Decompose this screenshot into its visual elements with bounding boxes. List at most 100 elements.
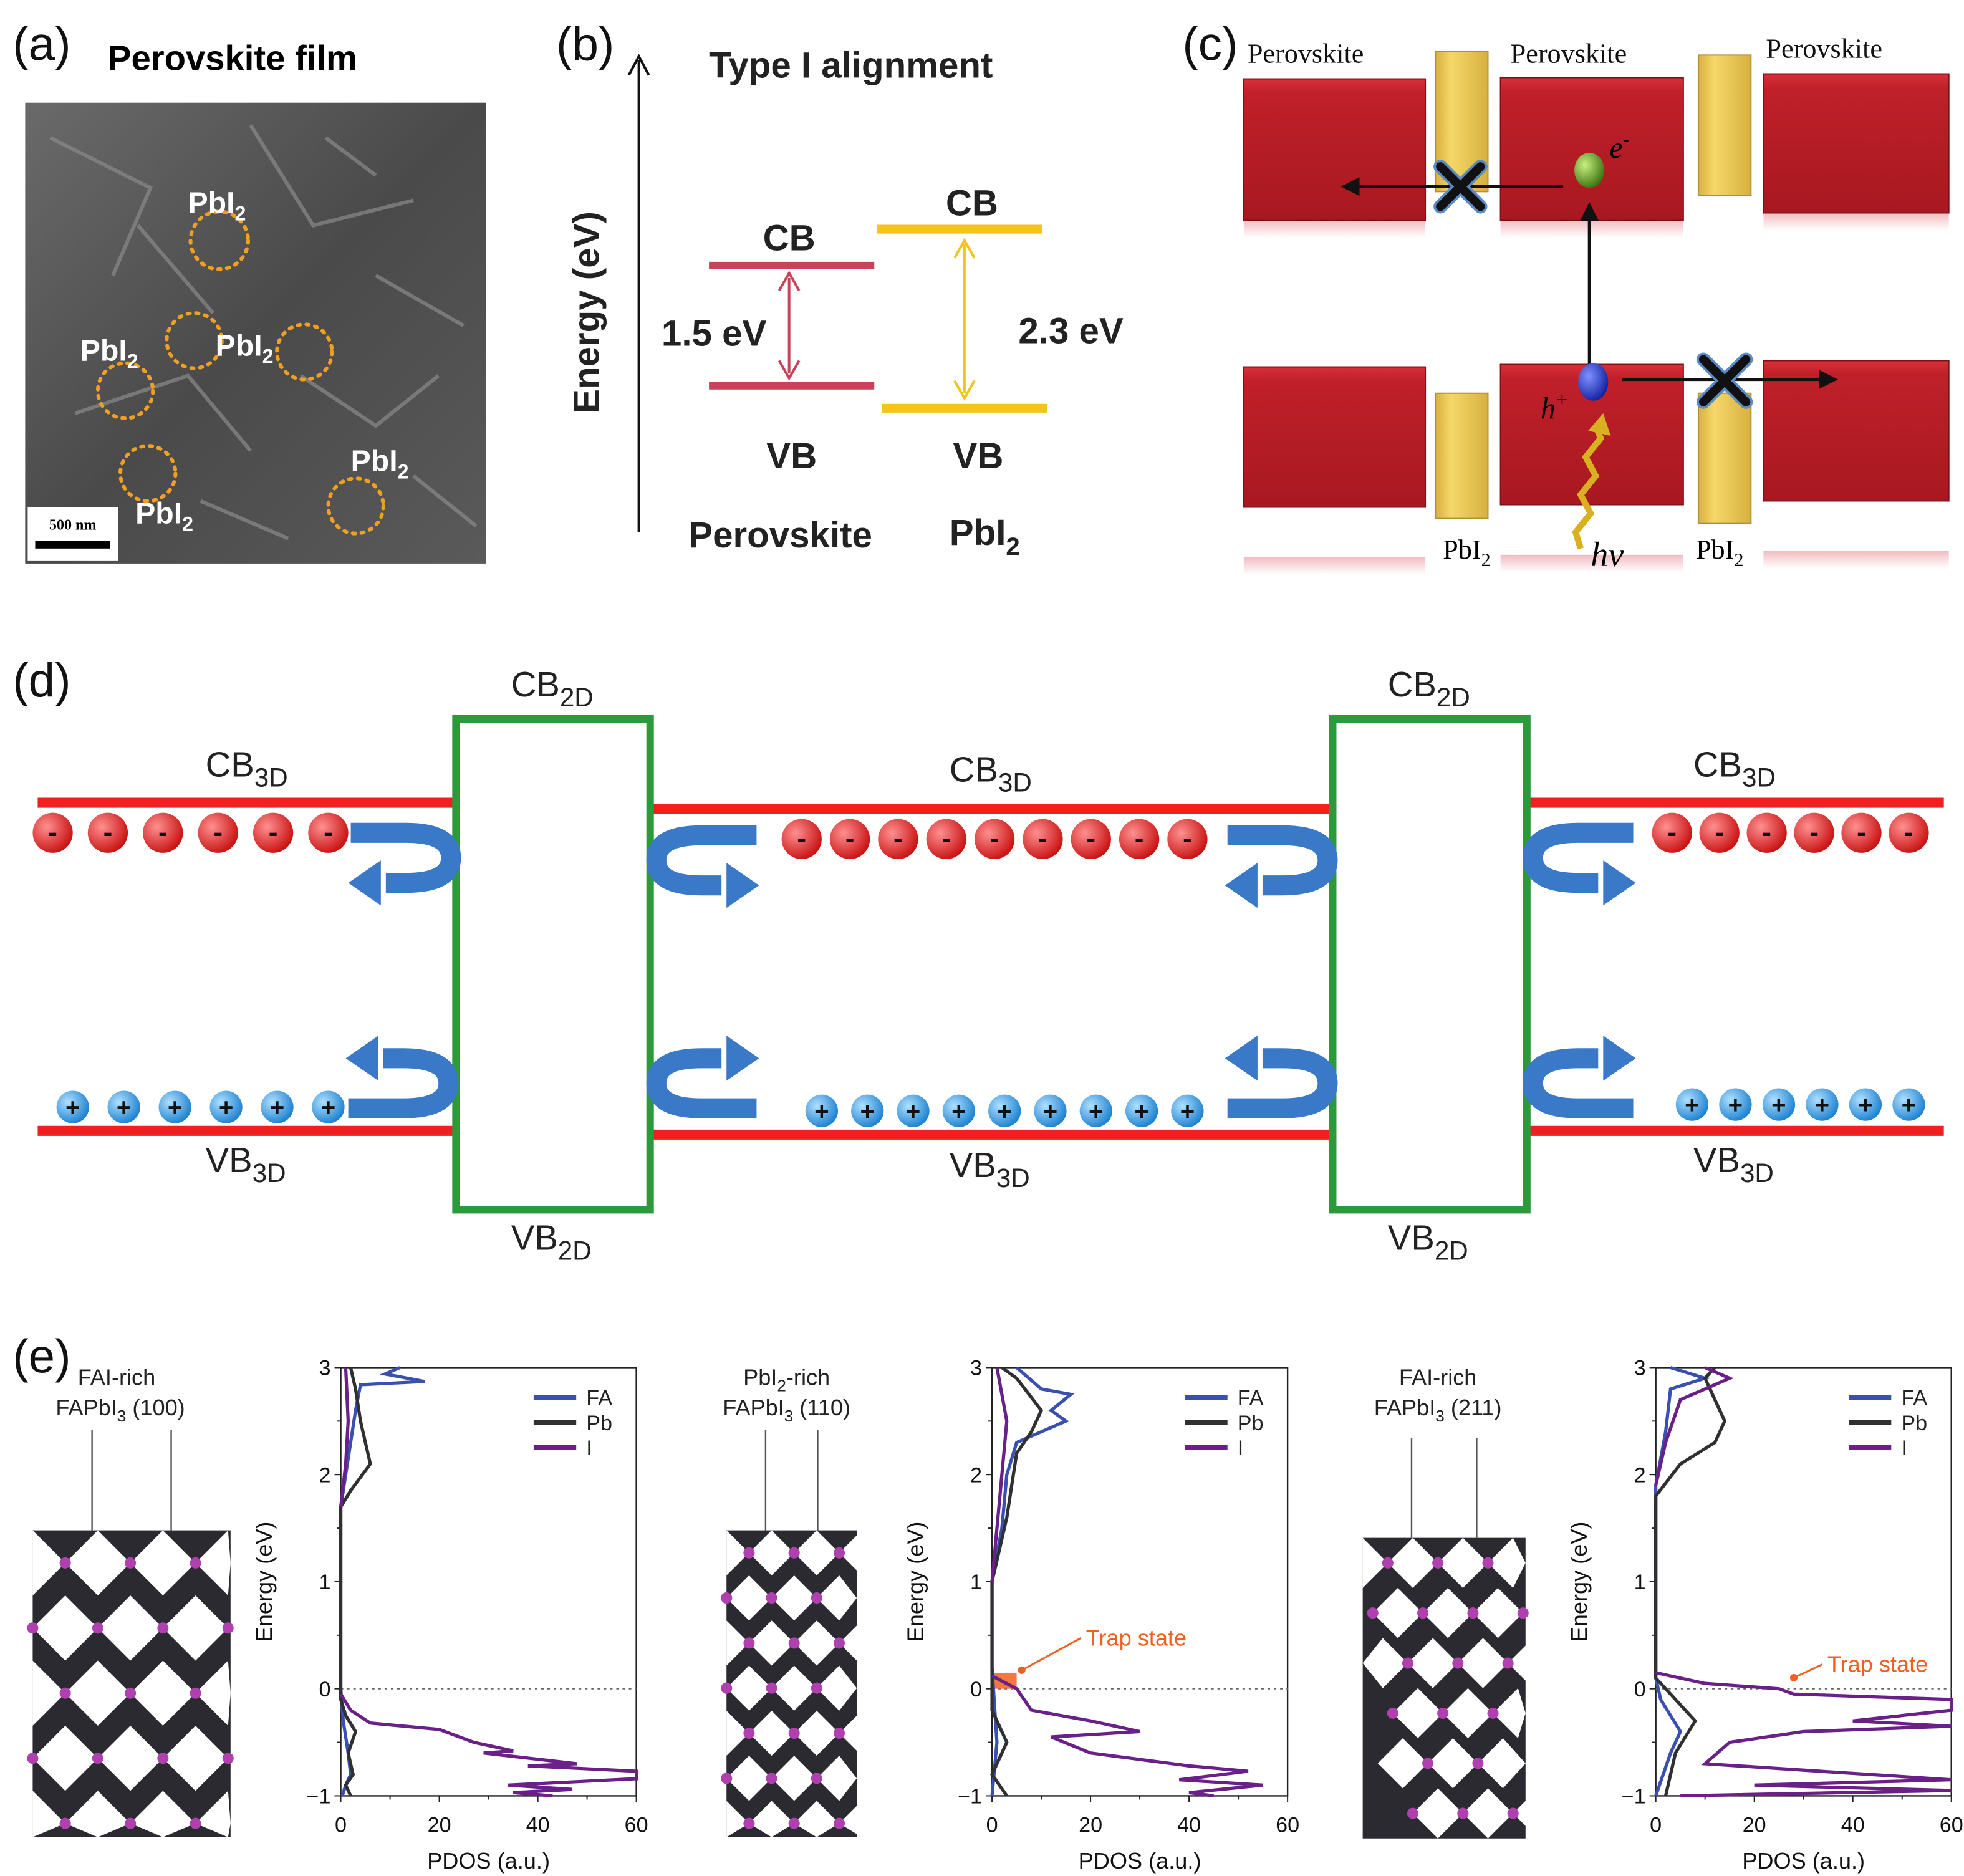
minus-sign: - (103, 817, 113, 848)
panel-b: (b) Type I alignment Energy (eV) CB VB 1… (556, 17, 1124, 560)
y-tick-label: −1 (1622, 1784, 1646, 1808)
u-turn-arrow-icon (1523, 822, 1636, 906)
hole-icon (1719, 1088, 1752, 1121)
hole-icon (1806, 1088, 1839, 1121)
minus-sign: - (324, 817, 333, 848)
legend-label: FA (1238, 1387, 1264, 1410)
electron-icon (32, 812, 73, 853)
iodine-atom (1437, 1707, 1449, 1719)
hole-icon (261, 1090, 294, 1123)
u-turn-arrow-icon (348, 822, 461, 906)
plus-sign: + (1089, 1097, 1103, 1125)
iodine-atom (157, 1753, 169, 1764)
minus-sign: - (1086, 824, 1095, 854)
trap-state-arrow (1793, 1663, 1823, 1679)
x-tick-label: 0 (1650, 1814, 1662, 1837)
plus-sign: + (117, 1094, 131, 1122)
iodine-atom (1487, 1707, 1499, 1719)
iodine-atom (1507, 1807, 1519, 1819)
hole-icon (209, 1090, 243, 1123)
x-tick-label: 60 (625, 1814, 648, 1837)
u-turn-arrow-icon (646, 825, 759, 908)
x-tick-label: 40 (1177, 1814, 1201, 1837)
hole-icon (1171, 1094, 1204, 1127)
minus-sign: - (845, 824, 855, 854)
y-tick-label: 2 (1634, 1463, 1646, 1487)
iodine-atom (721, 1773, 733, 1784)
svg-text:Perovskite: Perovskite (1511, 38, 1627, 69)
legend-label: Pb (586, 1412, 612, 1435)
electron-icon (1574, 153, 1605, 188)
x-tick-label: 60 (1276, 1814, 1299, 1837)
svg-text:PbI2: PbI2 (351, 444, 409, 483)
scale-bar-box (27, 507, 118, 561)
y-tick-label: 2 (319, 1463, 331, 1487)
y-tick-label: 2 (970, 1463, 982, 1487)
panel-label: (d) (12, 654, 70, 707)
iodine-atom (1432, 1557, 1444, 1569)
scale-bar-label: 500 nm (49, 517, 97, 534)
plus-sign: + (997, 1097, 1011, 1125)
x-tick-label: 20 (428, 1814, 451, 1837)
perovskite-gap-label: 1.5 eV (662, 313, 767, 354)
minus-sign: - (941, 824, 951, 854)
scale-bar (35, 541, 110, 549)
hole-icon (851, 1094, 884, 1127)
photon-wave-icon (1572, 425, 1605, 550)
minus-sign: - (1809, 817, 1819, 848)
svg-text:PbI2: PbI2 (135, 497, 193, 536)
hole-icon (988, 1094, 1021, 1127)
hole-icon (312, 1090, 345, 1123)
plus-sign: + (1685, 1091, 1699, 1119)
electron-icon (198, 812, 238, 853)
plus-sign: + (1902, 1091, 1916, 1119)
iodine-atom (59, 1557, 71, 1569)
electron-icon (1023, 819, 1063, 859)
minus-sign: - (1904, 817, 1913, 848)
iodine-atom (788, 1727, 800, 1739)
perovskite-labels: Perovskite Perovskite Perovskite (1248, 33, 1882, 69)
iodine-atom (743, 1637, 755, 1649)
electron-icon (308, 812, 349, 853)
trap-state-arrow (1021, 1637, 1082, 1672)
electron-icon (1167, 819, 1208, 859)
arrowhead-icon (777, 270, 801, 381)
electron-icon (878, 819, 918, 859)
plus-sign: + (906, 1097, 920, 1125)
axis-label: Energy (eV) (566, 211, 607, 413)
panel-c: (c) Perovskite Perovskite Perovskite (1182, 17, 1950, 575)
minus-sign: - (1038, 824, 1047, 854)
iodine-atom (1382, 1557, 1394, 1569)
plus-sign: + (219, 1094, 233, 1122)
y-tick-label: 1 (319, 1571, 331, 1594)
electron-icon (1699, 812, 1740, 853)
panel-label: (b) (556, 17, 614, 70)
x-tick-label: 20 (1743, 1814, 1766, 1837)
y-axis-label: Energy (eV) (903, 1522, 928, 1642)
iodine-atom (1402, 1657, 1413, 1669)
iodine-atom (1502, 1657, 1514, 1669)
iodine-atom (157, 1622, 169, 1634)
legend-label: I (1238, 1436, 1243, 1460)
iodine-atom (766, 1773, 777, 1784)
electron-icon (974, 819, 1015, 859)
svg-text:CB3D: CB3D (206, 744, 288, 792)
x-axis-label: PDOS (a.u.) (427, 1848, 550, 1874)
svg-text:FAI-rich: FAI-rich (78, 1365, 156, 1390)
sem-image (25, 102, 486, 564)
svg-text:PbI2: PbI2 (188, 186, 246, 224)
plus-sign: + (1043, 1097, 1057, 1125)
electron-icon (926, 819, 966, 859)
plus-sign: + (1815, 1091, 1829, 1119)
series-line-pb (990, 1366, 1044, 1797)
vb-3d-bands (37, 1125, 1944, 1140)
panel-label: (e) (12, 1330, 70, 1383)
svg-text:VB3D: VB3D (950, 1145, 1030, 1193)
y-tick-label: 3 (1634, 1357, 1646, 1380)
series-line-i (1655, 1671, 1953, 1798)
svg-text:PbI2: PbI2 (216, 329, 274, 367)
